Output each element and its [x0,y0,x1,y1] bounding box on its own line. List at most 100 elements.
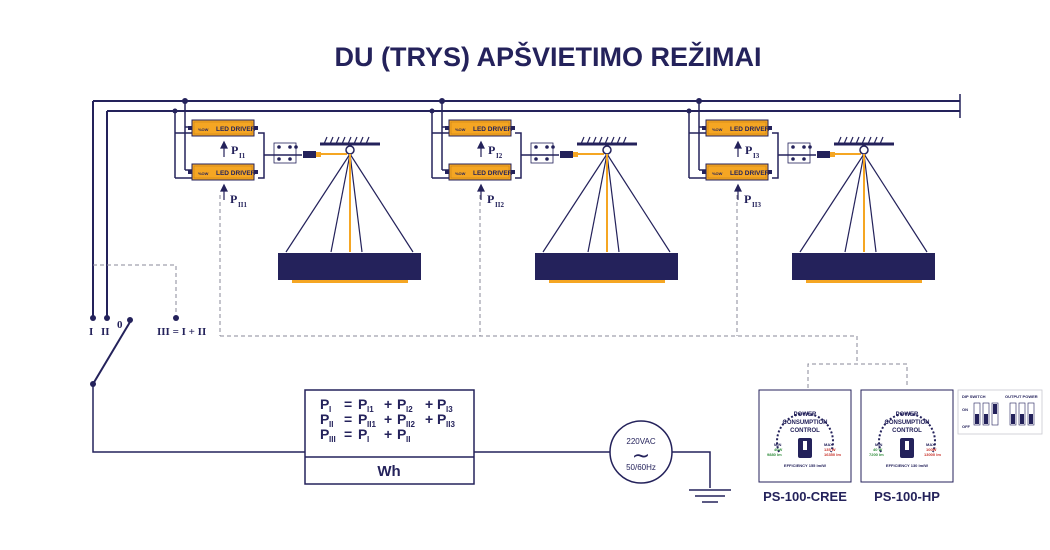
diagram-title: DU (TRYS) APŠVIETIMO REŽIMAI [334,41,761,72]
max-power: 135 W [824,447,836,452]
driver-label: LED DRIVER [216,126,256,133]
formula-term: P [358,411,367,427]
driver-watt: %OW [198,127,209,132]
driver-watt: %OW [712,127,723,132]
dip-on-label: ON [962,407,968,412]
min-power: 40W [774,447,782,452]
power-subscript: II2 [495,201,504,209]
power-subscript: I3 [753,152,760,160]
dip-toggle[interactable] [984,414,988,424]
formula-subscript: III [329,435,336,444]
efficiency-label: EFFICIENCY 130 lm/W [886,463,928,468]
power-label: P [744,192,751,206]
formula-plus: + [425,396,433,412]
driver-watt: %OW [455,171,466,176]
power-subscript: II1 [238,201,247,209]
group-1: LED DRIVER LED DRIVER %OW %OW P I1 P II1 [172,98,421,283]
dip-switch-panel: DIP SWITCH OUTPUT POWER ON OFF [957,389,1043,435]
energy-meter: P I = P I1 + P I2 + P I3 P II = P II1 + … [304,389,475,485]
switch-pos-ii: II [101,326,110,338]
formula-term: P [397,396,406,412]
formula-subscript: I2 [406,405,413,414]
source-voltage: 220VAC [626,437,655,446]
luminaire [535,253,678,280]
formula-term: P [437,396,446,412]
formula-subscript: II2 [406,420,415,429]
model-name: PS-100-CREE [763,489,847,504]
formula-plus: + [384,396,392,412]
max-lumens: 13000 lm [924,452,941,457]
meter-label: Wh [377,463,400,480]
formula-equals: = [344,426,352,442]
max-indicator: MAX [824,442,833,447]
max-power: 100W [926,447,937,452]
driver-label: LED DRIVER [730,170,770,177]
dip-title: DIP SWITCH [962,394,986,399]
dip-toggle[interactable] [993,404,997,414]
formula-plus: + [384,426,392,442]
group-3: LED DRIVER LED DRIVER %OW %OW P I3 P II3 [686,98,935,283]
formula-plus: + [384,411,392,427]
luminaire [278,253,421,280]
dip-toggle[interactable] [1011,414,1015,424]
max-lumens: 16350 lm [824,452,841,457]
driver-label: LED DRIVER [216,170,256,177]
formula-term: P [320,396,329,412]
formula-subscript: II [329,420,333,429]
control-title: CONSUMPTION [885,420,930,426]
power-label: P [230,192,237,206]
min-indicator: MIN [875,442,882,447]
main-bus [92,94,961,318]
group-2: LED DRIVER LED DRIVER %OW %OW P I2 P II2 [429,98,678,283]
formula-equals: = [344,411,352,427]
formula-subscript: I3 [446,405,453,414]
formula-subscript: II3 [446,420,455,429]
dip-toggle[interactable] [1020,414,1024,424]
mode-selector-switch[interactable]: I II 0 III = I + II [89,315,206,387]
control-title: POWER [896,412,919,418]
formula-subscript: II [406,435,410,444]
power-label: P [488,143,495,157]
power-label: P [231,143,238,157]
dip-output-label: OUTPUT POWER [1005,394,1038,399]
min-power: 40 W [873,447,883,452]
switch-pos-zero: 0 [117,319,123,331]
control-title: POWER [794,412,817,418]
formula-term: P [397,426,406,442]
formula-term: P [320,411,329,427]
driver-watt: %OW [198,171,209,176]
formula-subscript: I [329,405,331,414]
dip-toggle[interactable] [1029,414,1033,424]
dashed-control-wiring [93,195,908,388]
power-subscript: I2 [496,152,503,160]
driver-watt: %OW [712,171,723,176]
formula-plus: + [425,411,433,427]
dip-toggle[interactable] [975,414,979,424]
ac-symbol-icon: ~ [632,444,650,469]
power-subscript: I1 [239,152,246,160]
switch-pos-i: I [89,326,93,338]
control-title: CONTROL [790,428,820,434]
power-control-hp: POWER CONSUMPTION CONTROL MIN 40 W 7200 … [860,389,954,504]
luminaire [792,253,935,280]
formula-equals: = [344,396,352,412]
formula-subscript: I [367,435,369,444]
source-frequency: 50/60Hz [626,463,656,472]
efficiency-label: EFFICIENCY 155 lm/W [784,463,826,468]
ac-source: 220VAC ~ 50/60Hz [609,420,673,484]
model-name: PS-100-HP [874,489,940,504]
min-lumens: 7200 lm [869,452,884,457]
formula-subscript: II1 [367,420,376,429]
power-subscript: II3 [752,201,761,209]
formula-term: P [397,411,406,427]
power-control-cree: POWER CONSUMPTION CONTROL MIN 40W 9880 l… [758,389,852,504]
control-title: CONSUMPTION [783,420,828,426]
driver-watt: %OW [455,127,466,132]
supply-wiring [92,386,731,503]
formula-term: P [437,411,446,427]
power-label: P [487,192,494,206]
driver-label: LED DRIVER [473,170,513,177]
switch-pos-iii: III = I + II [157,326,206,338]
dip-off-label: OFF [962,424,971,429]
